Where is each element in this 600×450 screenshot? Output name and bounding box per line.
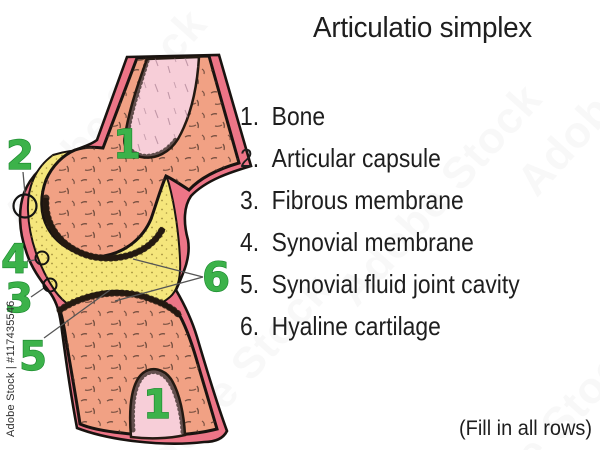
legend-item-number: 2. (240, 143, 260, 173)
callout-circle-capsule (12, 193, 38, 219)
callout-line-2 (22, 171, 26, 195)
legend-item-label: Bone (271, 101, 326, 131)
legend-item-number: 5. (240, 269, 260, 299)
fill-instruction-note: (Fill in all rows) (458, 417, 592, 440)
callout-circle-fibrous (42, 277, 58, 293)
callout-label-synovial: 4 (1, 237, 29, 283)
upper-marrow-fuzzy-hairs (124, 58, 180, 159)
legend-item-number: 1. (240, 101, 260, 131)
stock-id-watermark: Adobe Stock | #117435546 (5, 300, 17, 437)
legend-item-number: 3. (240, 185, 260, 215)
legend-item-label: Articular capsule (271, 143, 441, 173)
legend-item: 3. Fibrous membrane (240, 179, 520, 221)
page-title: Articulatio simplex (313, 12, 532, 44)
legend-item-label: Hyaline cartilage (271, 311, 441, 341)
callout-label-capsule: 2 (6, 133, 34, 179)
legend-item: 6. Hyaline cartilage (240, 305, 520, 347)
callout-label-fibrous: 3 (5, 276, 33, 322)
callout-label-cartilage: 6 (202, 255, 230, 301)
legend-item: 1. Bone (240, 95, 520, 137)
callout-line-5 (43, 289, 111, 339)
legend-item: 4. Synovial membrane (240, 221, 520, 263)
lower-bone-fuzzy-hairs (56, 289, 184, 320)
legend-list: 1. Bone 2. Articular capsule 3. Fibrous … (240, 95, 520, 347)
legend-item: 2. Articular capsule (240, 137, 520, 179)
callout-line-4 (26, 259, 36, 262)
callout-line-6a (132, 258, 204, 278)
legend-item-number: 4. (240, 227, 260, 257)
callout-label-fluid: 5 (19, 334, 47, 380)
lower-marrow-fuzzy-hairs (130, 369, 186, 435)
legend-item-label: Fibrous membrane (271, 185, 464, 215)
callout-line-6b (114, 276, 204, 302)
bone-head-fuzzy-hairs (42, 194, 167, 262)
legend-item: 5. Synovial fluid joint cavity (240, 263, 520, 305)
legend-item-number: 6. (240, 311, 260, 341)
legend-item-label: Synovial fluid joint cavity (271, 269, 520, 299)
callout-line-3 (30, 287, 45, 298)
callout-label-bone-lower: 1 (143, 382, 171, 428)
callout-label-bone-upper: 1 (113, 122, 141, 168)
upper-marrow-texture (124, 57, 199, 158)
callout-circle-synovial (34, 250, 50, 266)
legend-item-label: Synovial membrane (271, 227, 474, 257)
